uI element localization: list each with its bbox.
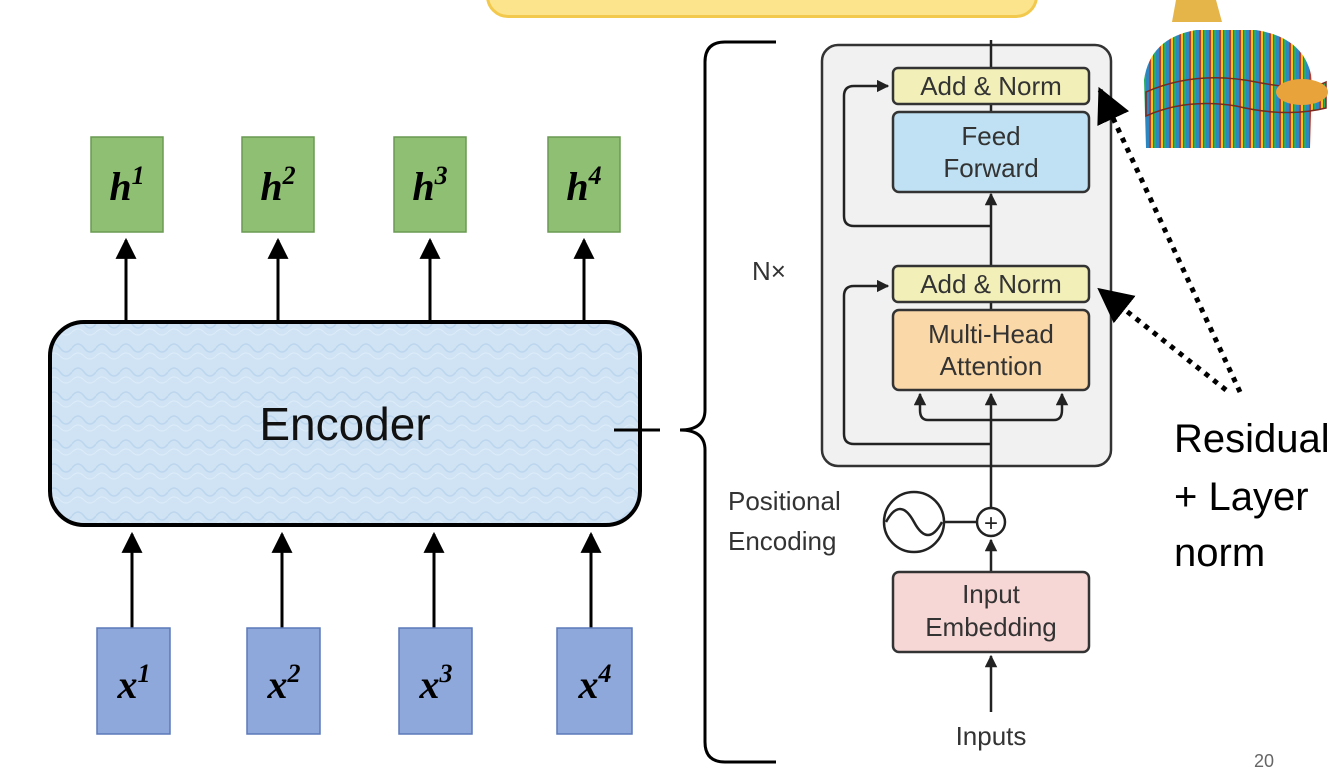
svg-text:x3: x3 — [419, 659, 453, 707]
svg-text:Feed: Feed — [961, 121, 1020, 151]
transformer-layer — [820, 43, 1113, 468]
svg-text:Positional: Positional — [728, 486, 841, 516]
positional-encoding: Positional Encoding + — [728, 486, 1007, 556]
svg-text:x4: x4 — [578, 659, 612, 707]
input-embedding-block: Input Embedding — [891, 570, 1091, 654]
input-x1: x1 — [96, 627, 171, 735]
svg-text:Multi-Head: Multi-Head — [928, 319, 1054, 349]
residual-callout-arrows — [1097, 86, 1243, 394]
svg-text:Embedding: Embedding — [925, 612, 1057, 642]
input-x2: x2 — [246, 627, 321, 735]
mascot-image — [1136, 0, 1334, 148]
feed-forward-block: Feed Forward — [891, 110, 1091, 194]
svg-text:Residual: Residual — [1174, 417, 1330, 461]
input-arrows — [121, 531, 602, 628]
input-x3: x3 — [398, 627, 473, 735]
output-h3: h3 — [393, 136, 467, 233]
output-arrows — [115, 237, 595, 322]
svg-text:Add & Norm: Add & Norm — [920, 71, 1062, 101]
page-number: 20 — [1254, 751, 1274, 771]
svg-text:norm: norm — [1174, 531, 1265, 575]
svg-text:+ Layer: + Layer — [1174, 475, 1309, 519]
add-norm-bottom: Add & Norm — [891, 264, 1091, 304]
svg-text:Forward: Forward — [943, 153, 1038, 183]
main-flow-lines — [842, 40, 1069, 712]
svg-text:Add & Norm: Add & Norm — [920, 269, 1062, 299]
svg-text:h3: h3 — [412, 161, 447, 209]
add-norm-top: Add & Norm — [891, 66, 1091, 106]
output-h4: h4 — [547, 136, 621, 233]
inputs-label: Inputs — [956, 721, 1027, 751]
expansion-brace — [614, 40, 776, 764]
output-h2: h2 — [241, 136, 315, 233]
svg-text:+: + — [984, 510, 998, 537]
svg-text:Input: Input — [962, 579, 1021, 609]
svg-text:h2: h2 — [260, 161, 295, 209]
encoder-label: Encoder — [259, 398, 430, 450]
svg-text:x2: x2 — [267, 659, 301, 707]
svg-text:x1: x1 — [117, 659, 151, 707]
input-x4: x4 — [556, 627, 633, 735]
multi-head-attention-block: Multi-Head Attention — [891, 308, 1091, 392]
svg-text:Encoding: Encoding — [728, 526, 836, 556]
residual-callout: Residual + Layer norm — [1174, 417, 1330, 575]
svg-text:Attention: Attention — [940, 351, 1043, 381]
repeat-label: N× — [752, 256, 786, 286]
plus-icon — [975, 506, 1007, 538]
output-h1: h1 — [90, 136, 164, 233]
svg-text:h4: h4 — [566, 161, 601, 209]
svg-text:h1: h1 — [109, 161, 144, 209]
encoder-block: Encoder — [48, 320, 642, 527]
